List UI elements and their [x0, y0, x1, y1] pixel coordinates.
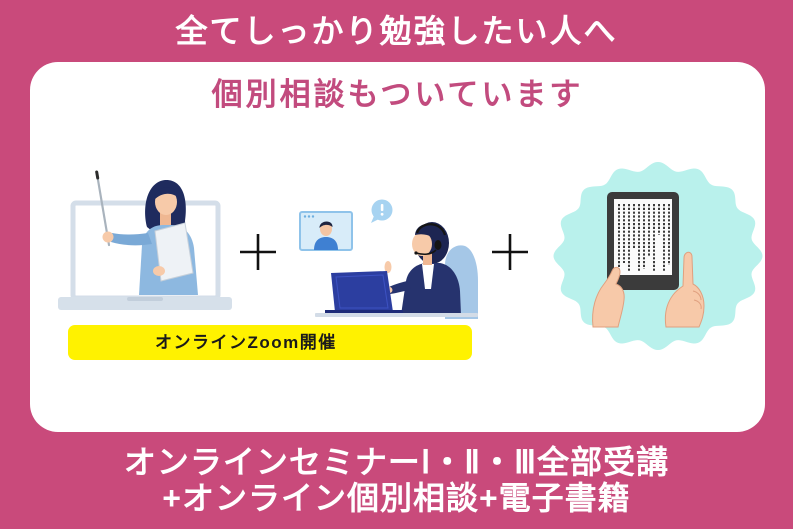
operator-figure	[383, 222, 461, 315]
content-card: 個別相談もついています	[30, 62, 765, 432]
footer-text: オンラインセミナーⅠ・Ⅱ・Ⅲ全部受講 +オンライン個別相談+電子書籍	[0, 444, 793, 516]
left-hand	[592, 266, 625, 328]
banner-title: 全てしっかり勉強したい人へ	[175, 13, 618, 49]
footer-line-seminars: オンラインセミナーⅠ・Ⅱ・Ⅲ全部受講	[123, 444, 670, 480]
headset-icon	[414, 223, 447, 256]
handout-paper	[153, 222, 194, 282]
desk	[315, 313, 478, 317]
footer-line-extras: +オンライン個別相談+電子書籍	[162, 480, 631, 516]
vertical-text-lines	[618, 204, 670, 271]
right-hand	[664, 251, 705, 328]
laptop-base	[58, 297, 232, 310]
plus-icon	[492, 234, 528, 270]
laptop-computer	[325, 271, 403, 313]
e-reader-device	[607, 192, 679, 290]
plus-icon	[240, 234, 276, 270]
online-lecture-laptop-icon	[58, 170, 232, 310]
zoom-label: オンラインZoom開催	[155, 333, 337, 352]
zoom-highlight-bar: オンラインZoom開催	[68, 325, 472, 360]
online-consultation-icon	[299, 199, 478, 319]
notification-bubble-icon	[371, 199, 393, 223]
video-call-window	[299, 211, 353, 251]
e-reader-hands-icon	[553, 161, 763, 351]
card-heading: 個別相談もついています	[211, 77, 584, 112]
